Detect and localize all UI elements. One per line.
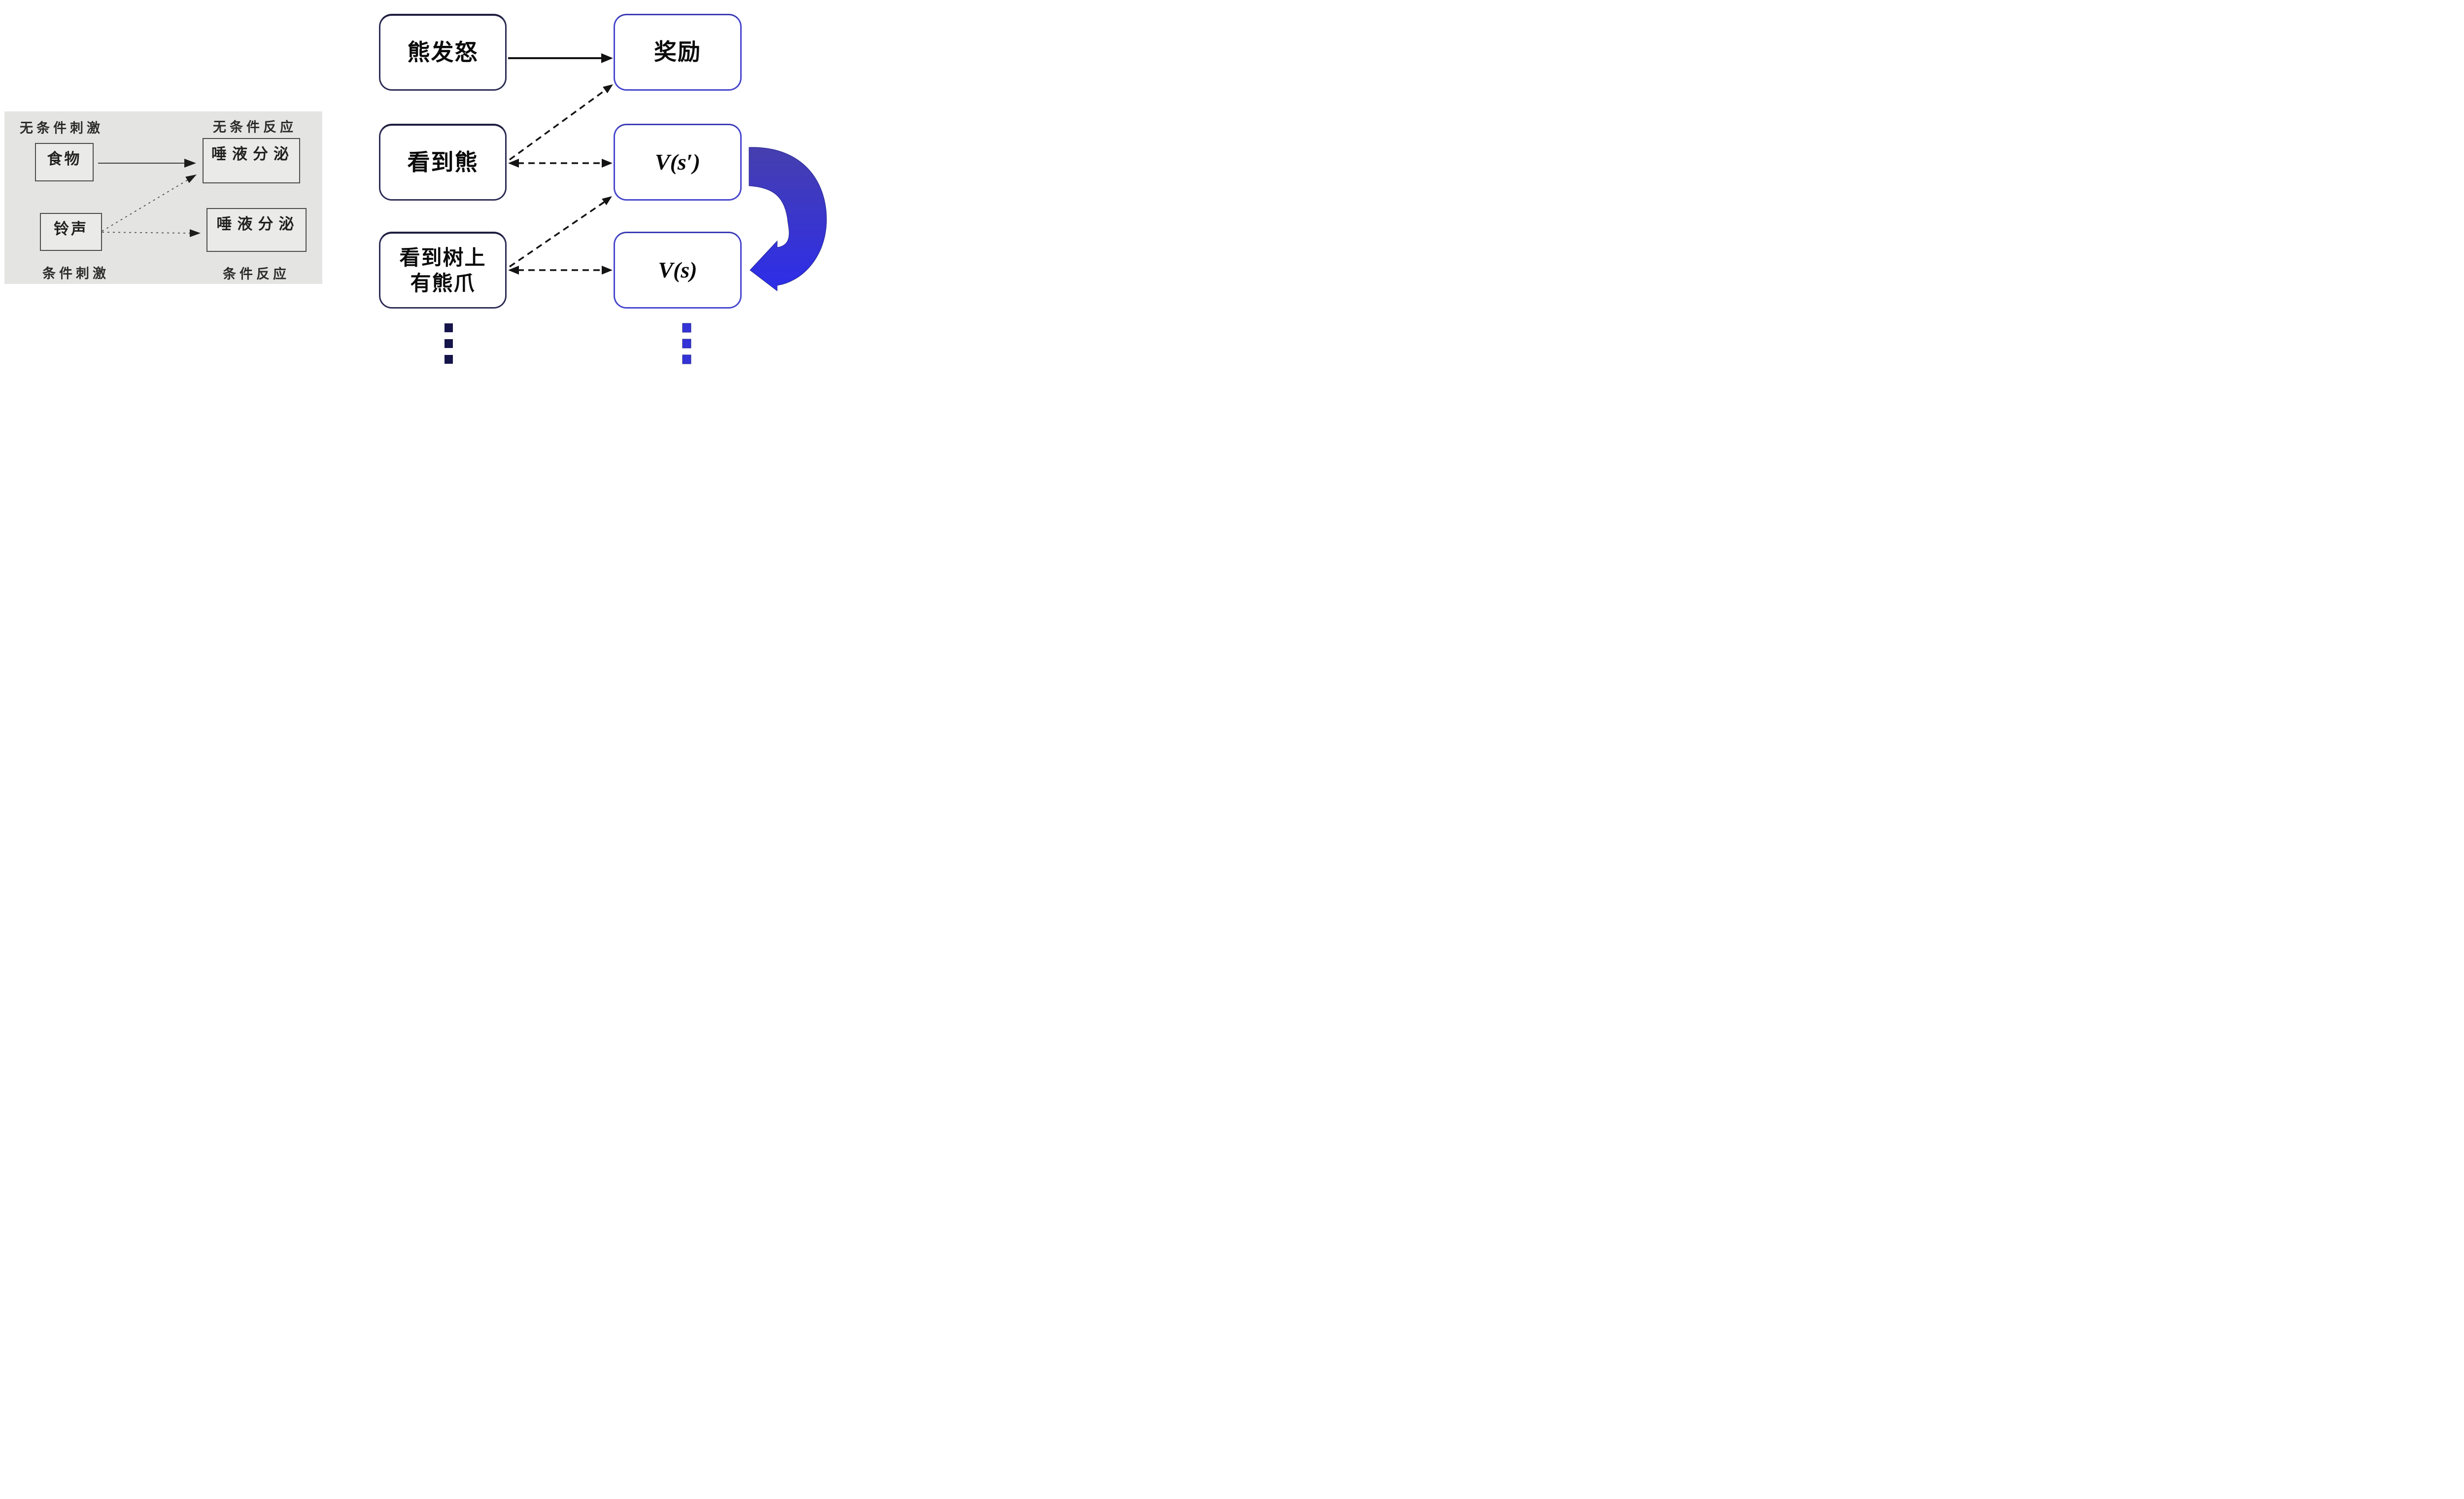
node-bear-angry: 熊发怒: [379, 14, 507, 91]
node-value-next-state: V(s′): [614, 124, 742, 201]
node-see-bear: 看到熊: [379, 124, 507, 201]
arrow-claw-to-vs-next: [509, 196, 612, 268]
node-saliva-lower-label: 唾液分泌: [216, 215, 300, 233]
arrow-see-bear-to-reward: [509, 84, 613, 161]
ellipsis-stimulus-column: [445, 323, 453, 364]
node-value-state-label: V(s): [658, 257, 697, 283]
label-unconditioned-response: 无条件反应: [213, 120, 297, 135]
arrow-bear-to-reward: [508, 53, 613, 63]
node-bear-angry-label: 熊发怒: [407, 39, 479, 65]
node-bell-label: 铃声: [54, 220, 88, 238]
label-unconditioned-stimulus: 无条件刺激: [20, 121, 103, 136]
arrow-see-bear-to-vs-next: [508, 159, 613, 168]
node-value-state: V(s): [614, 232, 742, 309]
node-reward-label: 奖励: [654, 39, 701, 65]
node-saliva-upper-label: 唾液分泌: [211, 145, 294, 163]
node-food: 食物: [35, 143, 94, 181]
node-see-claw-marks: 看到树上 有熊爪: [379, 232, 507, 309]
node-reward: 奖励: [614, 14, 742, 91]
node-saliva-lower: 唾液分泌: [206, 208, 307, 252]
label-conditioned-response: 条件反应: [223, 267, 290, 281]
node-see-claw-marks-line2: 有熊爪: [410, 271, 476, 295]
td-learning-conditioning-diagram: 无条件刺激 无条件反应 条件刺激 条件反应 食物 铃声 唾液分泌 唾液分泌 熊发…: [0, 0, 827, 375]
classical-conditioning-panel: 无条件刺激 无条件反应 条件刺激 条件反应 食物 铃声 唾液分泌 唾液分泌: [4, 111, 322, 284]
node-food-label: 食物: [47, 150, 82, 168]
node-bell: 铃声: [40, 213, 102, 251]
loop-arrow-vs-next-to-vs: [749, 147, 827, 292]
node-see-bear-label: 看到熊: [407, 149, 479, 175]
node-see-claw-marks-label: 看到树上 有熊爪: [399, 245, 486, 295]
node-value-next-state-label: V(s′): [654, 149, 701, 175]
node-see-claw-marks-line1: 看到树上: [399, 246, 486, 270]
ellipsis-value-column: [682, 323, 691, 364]
arrow-claw-to-vs: [508, 266, 613, 275]
node-saliva-upper: 唾液分泌: [203, 138, 300, 183]
label-conditioned-stimulus: 条件刺激: [42, 266, 109, 281]
